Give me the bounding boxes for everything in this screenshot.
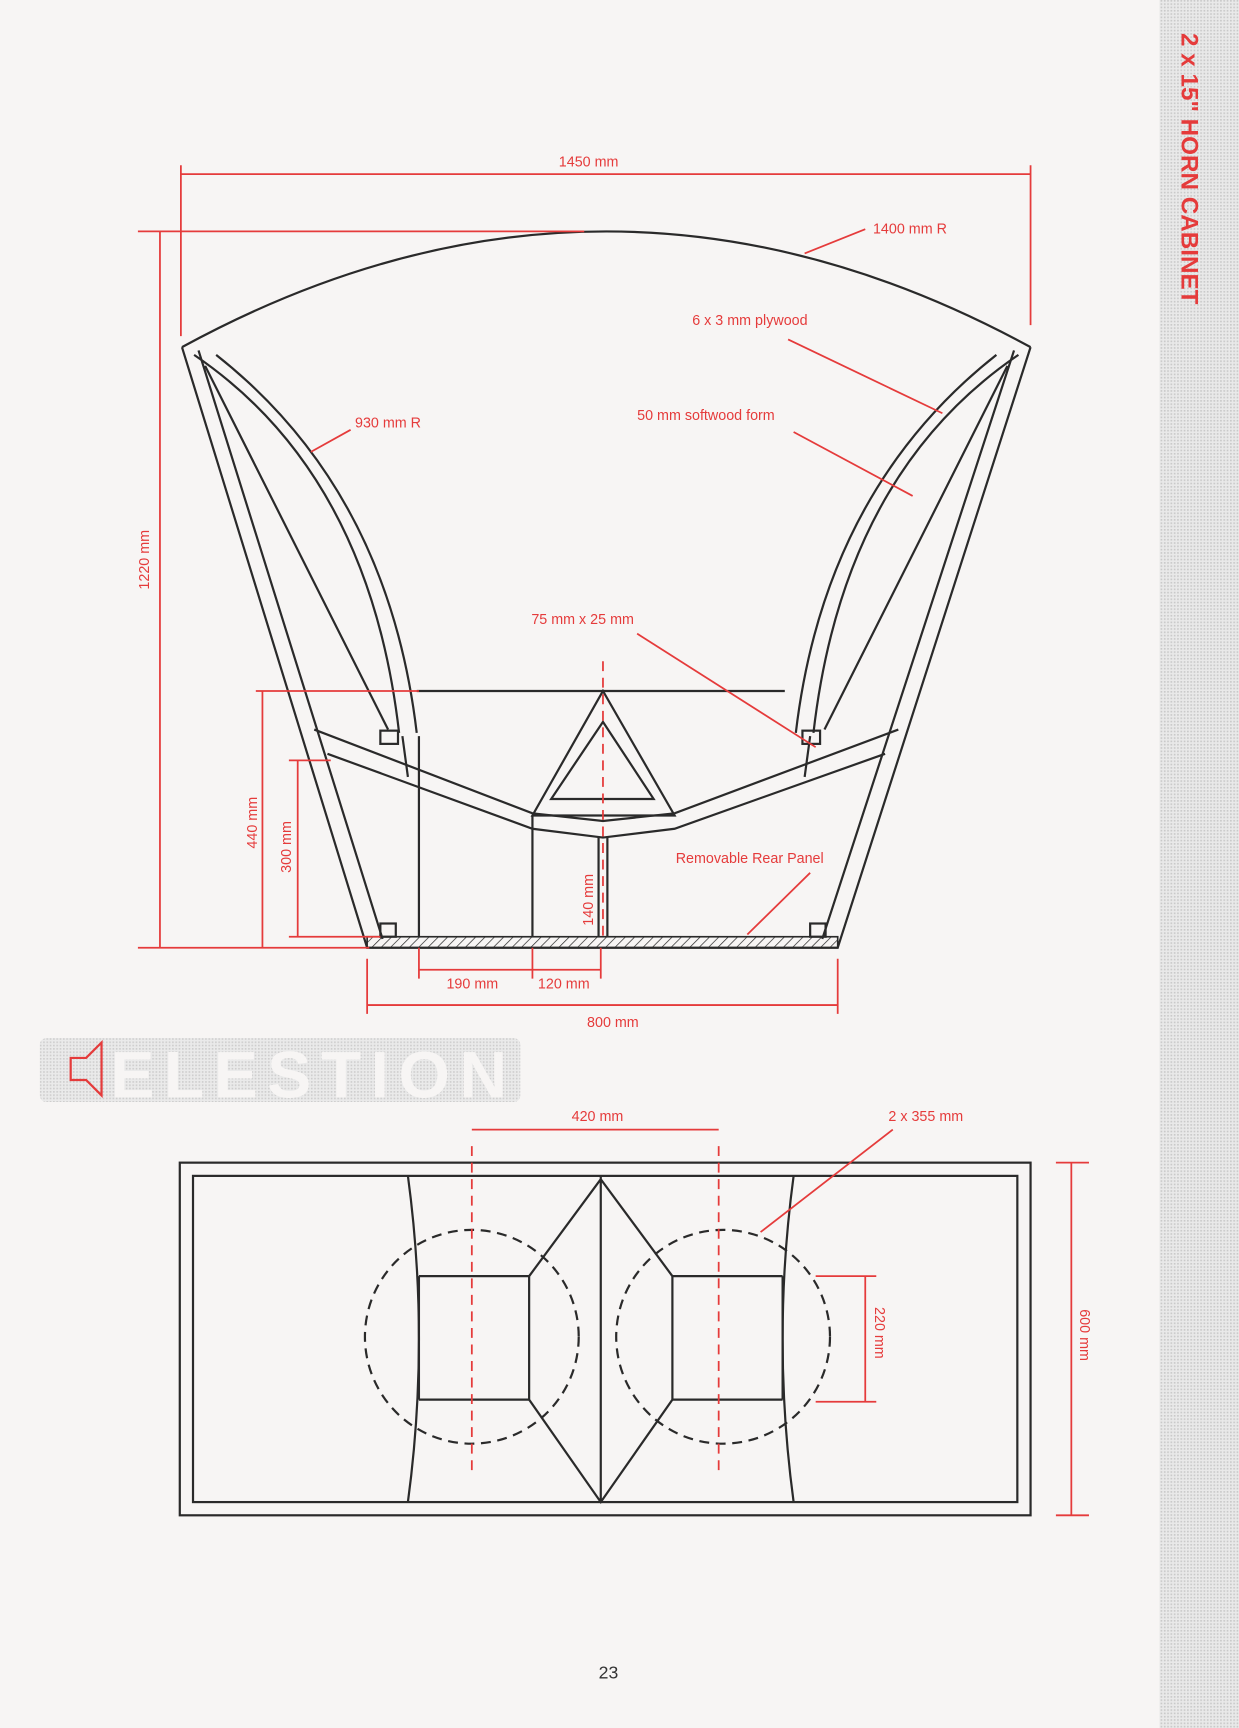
radius-930-label: 930 mm R [355,416,421,432]
depth-600-label: 600 mm [1076,1309,1092,1361]
height-140-label: 140 mm [581,874,597,926]
rear-panel-label: Removable Rear Panel [676,851,824,867]
width-800-label: 800 mm [587,1015,639,1031]
side-title: 2 x 15" HORN CABINET [1176,33,1203,305]
side-view [180,230,1032,949]
spacing-420-label: 420 mm [572,1109,624,1125]
plywood-label: 6 x 3 mm plywood [692,313,807,329]
page-number: 23 [599,1662,619,1682]
radius-1400-label: 1400 mm R [873,222,947,238]
plan-view [178,1146,1032,1517]
softwood-form-label: 50 mm softwood form [637,408,775,424]
plan-dimensions: 420 mm 2 x 355 mm 220 mm 600 mm [471,1109,1092,1517]
throat-220-label: 220 mm [871,1307,887,1359]
height-1220-label: 1220 mm [137,530,153,590]
width-190-label: 190 mm [446,977,498,993]
height-300-label: 300 mm [279,821,295,873]
side-strip [1159,0,1239,1728]
driver-size-label: 2 x 355 mm [888,1109,963,1125]
logo-text: ELESTION [110,1039,507,1113]
celestion-logo: ELESTION [39,1038,521,1113]
width-1450-label: 1450 mm [559,154,619,170]
side-dimensions: 1450 mm 1220 mm 1400 mm R 6 x 3 mm plywo… [137,154,1032,1031]
batten-label: 75 mm x 25 mm [531,612,634,628]
width-120-label: 120 mm [538,977,590,993]
height-440-label: 440 mm [245,797,261,849]
